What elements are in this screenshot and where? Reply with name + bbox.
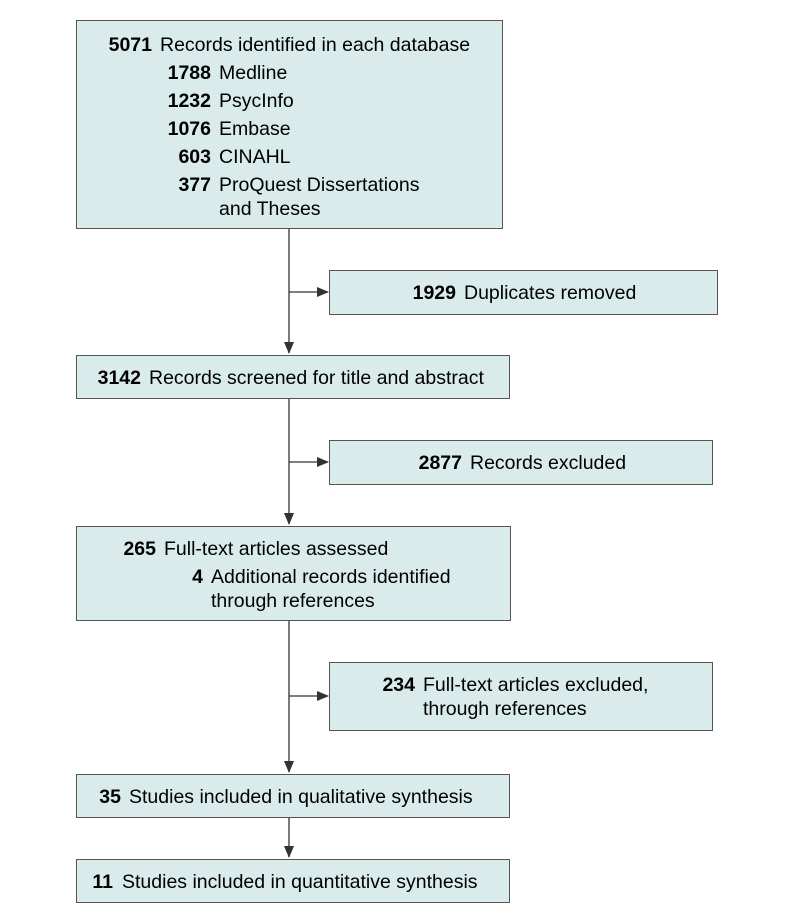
excluded-count: 2877 xyxy=(418,452,462,474)
source-count: 1076 xyxy=(167,118,211,140)
quantitative-box: 11 Studies included in quantitative synt… xyxy=(76,859,510,903)
source-count: 1788 xyxy=(167,62,211,84)
duplicates-label: Duplicates removed xyxy=(464,282,637,304)
qualitative-label: Studies included in qualitative synthesi… xyxy=(129,786,473,808)
fulltext-box: 265 Full-text articles assessed 4 Additi… xyxy=(76,526,511,621)
source-label: CINAHL xyxy=(219,146,291,168)
fulltext-assessed-count: 265 xyxy=(123,538,156,560)
screened-count: 3142 xyxy=(97,367,141,389)
identified-total-label: Records identified in each database xyxy=(160,34,471,56)
excluded-box: 2877 Records excluded xyxy=(329,440,713,485)
excluded-label: Records excluded xyxy=(470,452,627,474)
qualitative-box: 35 Studies included in qualitative synth… xyxy=(76,774,510,818)
identified-total-count: 5071 xyxy=(108,34,152,56)
fulltext-excluded-label: Full-text articles excluded, xyxy=(423,674,649,696)
quantitative-label: Studies included in quantitative synthes… xyxy=(122,871,478,893)
source-label: PsycInfo xyxy=(219,90,294,112)
fulltext-excluded-count: 234 xyxy=(382,674,415,696)
fulltext-excluded-box: 234 Full-text articles excluded, through… xyxy=(329,662,713,731)
fulltext-assessed-label: Full-text articles assessed xyxy=(164,538,389,560)
source-label: ProQuest Dissertations xyxy=(219,174,420,196)
duplicates-box: 1929 Duplicates removed xyxy=(329,270,718,315)
source-count: 603 xyxy=(178,146,211,168)
fulltext-additional-count: 4 xyxy=(192,566,203,588)
screened-box: 3142 Records screened for title and abst… xyxy=(76,355,510,399)
source-count: 377 xyxy=(178,174,211,196)
fulltext-excluded-label-line2: through references xyxy=(423,698,587,720)
screened-label: Records screened for title and abstract xyxy=(149,367,484,389)
source-count: 1232 xyxy=(167,90,211,112)
source-label: Embase xyxy=(219,118,291,140)
fulltext-additional-label: Additional records identified xyxy=(211,566,451,588)
qualitative-count: 35 xyxy=(99,786,121,808)
duplicates-count: 1929 xyxy=(412,282,456,304)
identified-box: 5071 Records identified in each database… xyxy=(76,20,503,229)
source-label-line2: and Theses xyxy=(219,198,321,220)
quantitative-count: 11 xyxy=(92,871,113,893)
fulltext-additional-label-line2: through references xyxy=(211,590,375,612)
source-label: Medline xyxy=(219,62,288,84)
